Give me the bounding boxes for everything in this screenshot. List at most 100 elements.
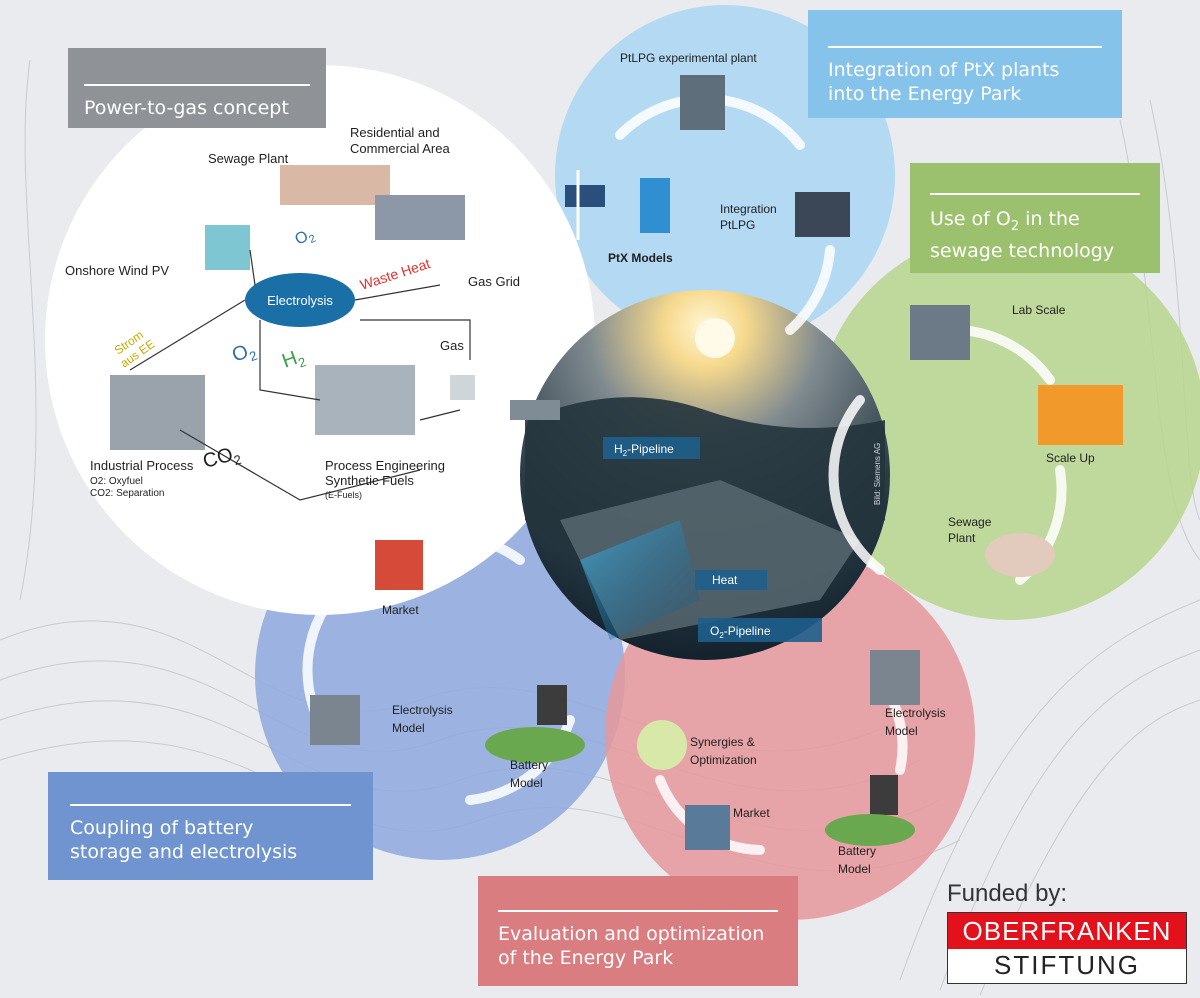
logo-bottom-text: STIFTUNG bbox=[994, 950, 1140, 980]
eval-labels: Synergies & Optimization Electrolysis Mo… bbox=[690, 706, 946, 876]
h2o-cube bbox=[205, 225, 250, 270]
sewage-tank-icon bbox=[985, 533, 1055, 577]
eval-electrolysis-label-1: Electrolysis bbox=[885, 706, 946, 720]
industrial-building bbox=[110, 375, 205, 450]
battery-title-line-1: Coupling of battery bbox=[70, 817, 254, 839]
gas-grid-label: Gas Grid bbox=[468, 274, 520, 289]
panel-rule bbox=[498, 910, 778, 912]
heat-label: Heat bbox=[712, 573, 738, 587]
car-house-icon bbox=[485, 727, 585, 763]
gas-label: Gas bbox=[440, 338, 464, 353]
battery-labels: Market Electrolysis Model Battery Model bbox=[382, 603, 548, 790]
sewage-labels: Lab Scale Scale Up Sewage Plant bbox=[948, 303, 1095, 545]
eval-battery-label-2: Model bbox=[838, 862, 871, 876]
battery-electrolysis-label-1: Electrolysis bbox=[392, 703, 453, 717]
power-to-gas-panel: Power-to-gas concept bbox=[68, 48, 326, 128]
battery-panel: Coupling of battery storage and electrol… bbox=[48, 772, 373, 880]
electrolyzer-icon bbox=[310, 695, 360, 745]
lab-icon bbox=[910, 305, 970, 360]
battery-icon bbox=[537, 685, 567, 725]
sewage-plant-label-1: Sewage bbox=[948, 515, 992, 529]
ptx-title-line-1: Integration of PtX plants bbox=[828, 59, 1060, 81]
solar-panel bbox=[565, 185, 605, 207]
o2-industry-label: O2 bbox=[229, 338, 259, 369]
synergies-label-2: Optimization bbox=[690, 753, 757, 767]
integration-label-2: PtLPG bbox=[720, 218, 755, 232]
industrial-oxyfuel-label: O2: Oxyfuel bbox=[90, 476, 143, 487]
ptx-labels: PtLPG experimental plant PtX Models Inte… bbox=[608, 51, 777, 265]
panel-rule bbox=[70, 804, 351, 806]
panel-rule bbox=[828, 46, 1102, 48]
logo-top-text: OBERFRANKEN bbox=[948, 913, 1186, 949]
o2-pipeline-label: O2-Pipeline bbox=[710, 624, 771, 640]
ptx-illustrations bbox=[565, 75, 850, 240]
onshore-label: Onshore Wind PV bbox=[65, 263, 169, 278]
sewage-plant-label-2: Plant bbox=[948, 531, 976, 545]
eval-title-line-2: of the Energy Park bbox=[498, 947, 674, 969]
h2-pipeline-label: H2-Pipeline bbox=[614, 442, 674, 458]
battery-model-label-1: Battery bbox=[510, 758, 548, 772]
scale-up-label: Scale Up bbox=[1046, 451, 1095, 465]
process-plant bbox=[315, 365, 415, 435]
o2-title-line-1: Use of O2 in the bbox=[930, 208, 1080, 234]
eval-battery-label-1: Battery bbox=[838, 844, 876, 858]
eval-market-label: Market bbox=[733, 806, 770, 820]
eval-car-house-icon bbox=[825, 814, 915, 846]
eval-market-icon bbox=[685, 805, 730, 850]
desk-worker bbox=[795, 192, 850, 237]
photo-credit: Bild: Siemens AG bbox=[873, 443, 882, 505]
ptx-integration-panel: Integration of PtX plants into the Energ… bbox=[808, 10, 1122, 118]
battery-electrolysis-label-2: Model bbox=[392, 721, 425, 735]
electrolysis-node bbox=[245, 273, 355, 327]
sun bbox=[695, 318, 735, 358]
residential-label-2: Commercial Area bbox=[350, 141, 450, 156]
sewage-illustrations bbox=[910, 305, 1123, 577]
battery-illustrations bbox=[310, 540, 585, 763]
lab-scale-label: Lab Scale bbox=[1012, 303, 1066, 317]
battery-title-line-2: storage and electrolysis bbox=[70, 841, 298, 863]
eval-battery-icon bbox=[870, 775, 898, 815]
ptg-connectors bbox=[129, 249, 471, 501]
process-eng-label-3: (E-Fuels) bbox=[325, 490, 362, 500]
synergies-label-1: Synergies & bbox=[690, 735, 755, 749]
integration-label-1: Integration bbox=[720, 202, 777, 216]
photo-labels: H2-Pipeline Heat O2-Pipeline Bild: Sieme… bbox=[603, 437, 882, 642]
lightbulb-icon bbox=[637, 720, 687, 770]
industrial-separation-label: CO2: Separation bbox=[90, 488, 165, 499]
oberfranken-logo: OBERFRANKEN STIFTUNG bbox=[947, 912, 1187, 984]
eval-electrolysis-label-2: Model bbox=[885, 724, 918, 738]
battery-model-label-2: Model bbox=[510, 776, 543, 790]
industrial-process-label: Industrial Process bbox=[90, 458, 194, 473]
ptlpg-plant-label: PtLPG experimental plant bbox=[620, 51, 757, 65]
funded-by-label: Funded by: bbox=[947, 880, 1068, 907]
h2-label: H2 bbox=[279, 345, 308, 376]
eval-title-line-1: Evaluation and optimization bbox=[498, 923, 765, 945]
power-to-gas-title: Power-to-gas concept bbox=[84, 97, 289, 119]
panel-rule bbox=[930, 193, 1140, 195]
sewage-plant-label: Sewage Plant bbox=[208, 151, 289, 166]
evaluation-panel: Evaluation and optimization of the Energ… bbox=[478, 876, 798, 986]
ptg-illustrations bbox=[110, 165, 560, 450]
ptx-pumps bbox=[640, 178, 670, 233]
eval-illustrations bbox=[637, 650, 920, 850]
eval-electrolyzer-icon bbox=[870, 650, 920, 705]
panel-rule bbox=[84, 84, 310, 86]
o2-title-line-2: sewage technology bbox=[930, 239, 1115, 262]
residential-label-1: Residential and bbox=[350, 125, 440, 140]
market-desk-icon bbox=[375, 540, 423, 590]
truck bbox=[510, 400, 560, 420]
houses bbox=[375, 195, 465, 240]
gas-tank bbox=[450, 375, 475, 400]
process-eng-label-1: Process Engineering bbox=[325, 458, 445, 473]
energy-park-photo bbox=[520, 290, 890, 660]
plant-icon bbox=[680, 75, 725, 130]
ptx-models-label: PtX Models bbox=[608, 251, 673, 265]
container-icon bbox=[1038, 385, 1123, 445]
sewage-tanks bbox=[280, 165, 390, 205]
battery-market-label: Market bbox=[382, 603, 419, 617]
ptx-title-line-2: into the Energy Park bbox=[828, 83, 1022, 105]
electrolysis-label: Electrolysis bbox=[267, 293, 333, 308]
process-eng-label-2: Synthetic Fuels bbox=[325, 473, 414, 488]
o2-sewage-panel: Use of O2 in the sewage technology bbox=[910, 163, 1160, 273]
